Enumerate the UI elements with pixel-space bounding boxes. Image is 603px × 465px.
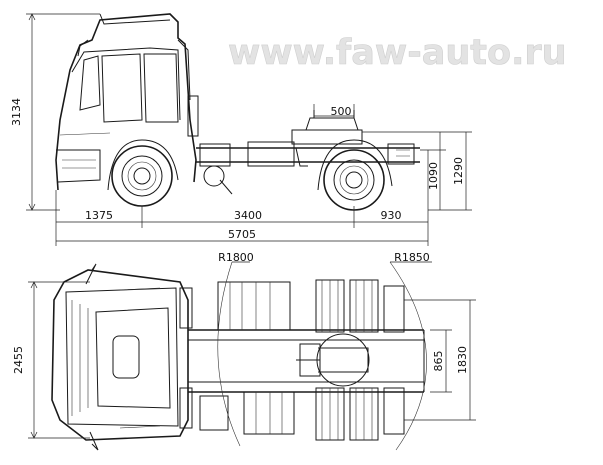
rear-wheels-top	[315, 279, 405, 441]
dim-rear-radius: R1850	[394, 251, 430, 264]
chassis-side	[196, 110, 420, 195]
dim-overall-width: 2455	[12, 346, 25, 374]
dim-height-total: 3134	[10, 98, 23, 126]
dim-wheelbase: 3400	[234, 209, 262, 222]
cab-side	[55, 13, 199, 191]
frame-top	[188, 281, 425, 435]
fifth-wheel-top	[296, 333, 370, 387]
dim-rear-track: 1830	[456, 346, 469, 374]
side-dimensions	[26, 13, 472, 246]
turning-radius-arcs	[217, 261, 432, 451]
top-view: 2455 R1800 R1850 865 1830	[12, 251, 476, 451]
top-dimensions	[28, 281, 476, 439]
dim-fifth-wheel-height: 1290	[452, 157, 465, 185]
dim-rear-overhang: 930	[381, 209, 402, 222]
dim-frame-height: 1090	[427, 162, 440, 190]
watermark-text: www.faw-auto.ru	[228, 33, 567, 73]
side-view: 3134 1375 3400 930 5705 500 1090 1290	[10, 13, 472, 246]
rear-wheel	[317, 139, 393, 211]
dim-fifth-wheel-offset: 500	[331, 105, 352, 118]
dim-front-radius: R1800	[218, 251, 254, 264]
cab-top	[51, 263, 193, 451]
front-wheel	[107, 139, 179, 207]
dim-front-overhang: 1375	[85, 209, 113, 222]
dim-overall-length: 5705	[228, 228, 256, 241]
dim-frame-width: 865	[432, 351, 445, 372]
